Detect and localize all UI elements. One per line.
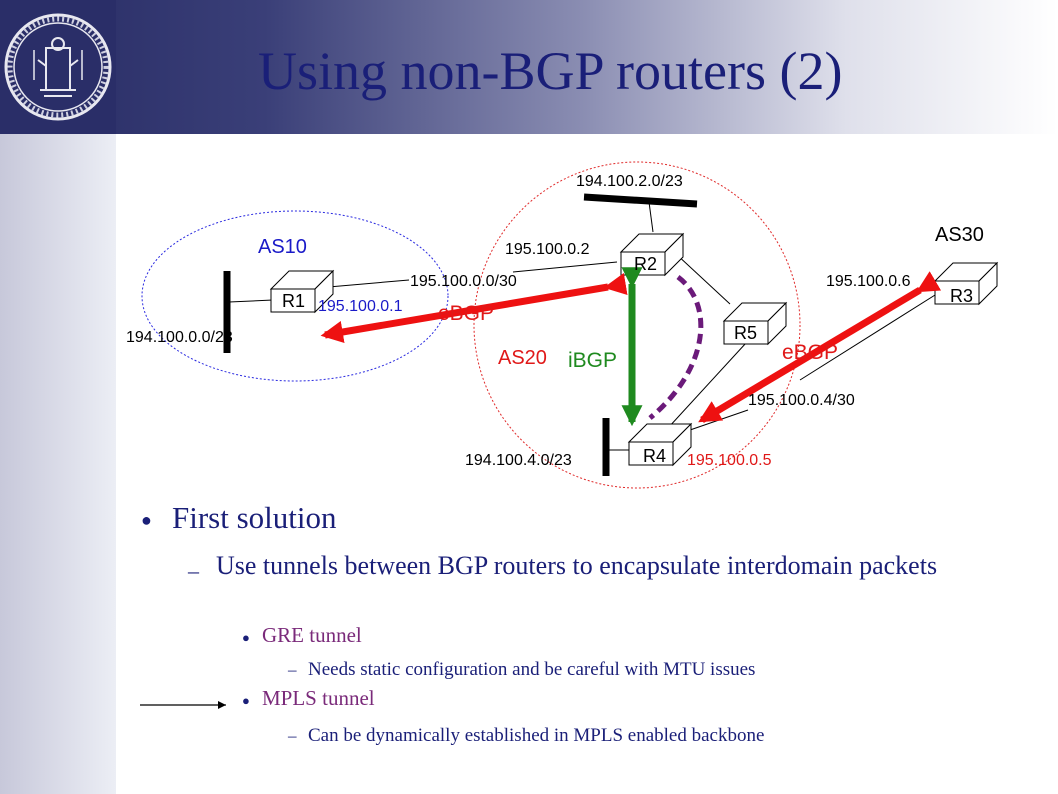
as30-label: AS30 <box>935 224 984 246</box>
address-r1-if: 195.100.0.1 <box>318 298 403 315</box>
ibgp-label: iBGP <box>568 349 617 372</box>
lan-bar-r2 <box>583 193 698 208</box>
bullet-use-tunnels: Use tunnels between BGP routers to encap… <box>216 551 938 580</box>
router-r2 <box>619 232 685 277</box>
prefix-r1-lan: 194.100.0.0/23 <box>126 329 233 346</box>
router-label-r3: R3 <box>950 286 973 306</box>
bullet-dash-3: – <box>288 726 297 745</box>
prefix-r2-lan: 194.100.2.0/23 <box>576 173 683 190</box>
bullet-first-solution: First solution <box>172 500 337 535</box>
ebgp-arrow-right <box>698 271 942 424</box>
university-seal-logo <box>0 0 116 134</box>
bullet-mpls-note: Can be dynamically established in MPLS e… <box>308 725 765 746</box>
bullet-dash-2: – <box>288 660 297 679</box>
bullet-mpls-tunnel: MPLS tunnel <box>262 686 375 710</box>
mpls-pointer-arrowhead <box>218 701 226 709</box>
address-r2-if: 195.100.0.2 <box>505 241 590 258</box>
prefix-link-r4-r3: 195.100.0.4/30 <box>748 392 855 409</box>
address-r4-if: 195.100.0.5 <box>687 452 772 469</box>
ebgp-label-right: eBGP <box>782 341 838 364</box>
prefix-link-r1-r2: 195.100.0.0/30 <box>410 273 517 290</box>
ebgp-arrow-left <box>320 272 628 344</box>
bullet-dot-2: ● <box>242 630 250 645</box>
router-label-r4: R4 <box>643 446 666 466</box>
bullet-dot-3: ● <box>242 693 250 708</box>
address-r3-if: 195.100.0.6 <box>826 273 911 290</box>
ebgp-label-left: eBGP <box>438 302 494 325</box>
bullet-dash-1: – <box>188 558 199 583</box>
mpls-tunnel-curve <box>648 275 704 420</box>
router-label-r2: R2 <box>634 254 657 274</box>
router-label-r1: R1 <box>282 291 305 311</box>
as20-label: AS20 <box>498 347 547 369</box>
router-r4 <box>627 422 693 467</box>
router-r3 <box>933 261 999 306</box>
prefix-r4-lan: 194.100.4.0/23 <box>465 452 572 469</box>
as10-label: AS10 <box>258 236 307 258</box>
bullet-gre-note: Needs static configuration and be carefu… <box>308 659 756 680</box>
slide-title: Using non-BGP routers (2) <box>258 41 843 101</box>
router-label-r5: R5 <box>734 323 757 343</box>
title-bar-background <box>0 0 1058 134</box>
links <box>228 201 944 451</box>
bullet-gre-tunnel: GRE tunnel <box>262 623 362 647</box>
bullet-dot-1: ● <box>141 510 152 530</box>
